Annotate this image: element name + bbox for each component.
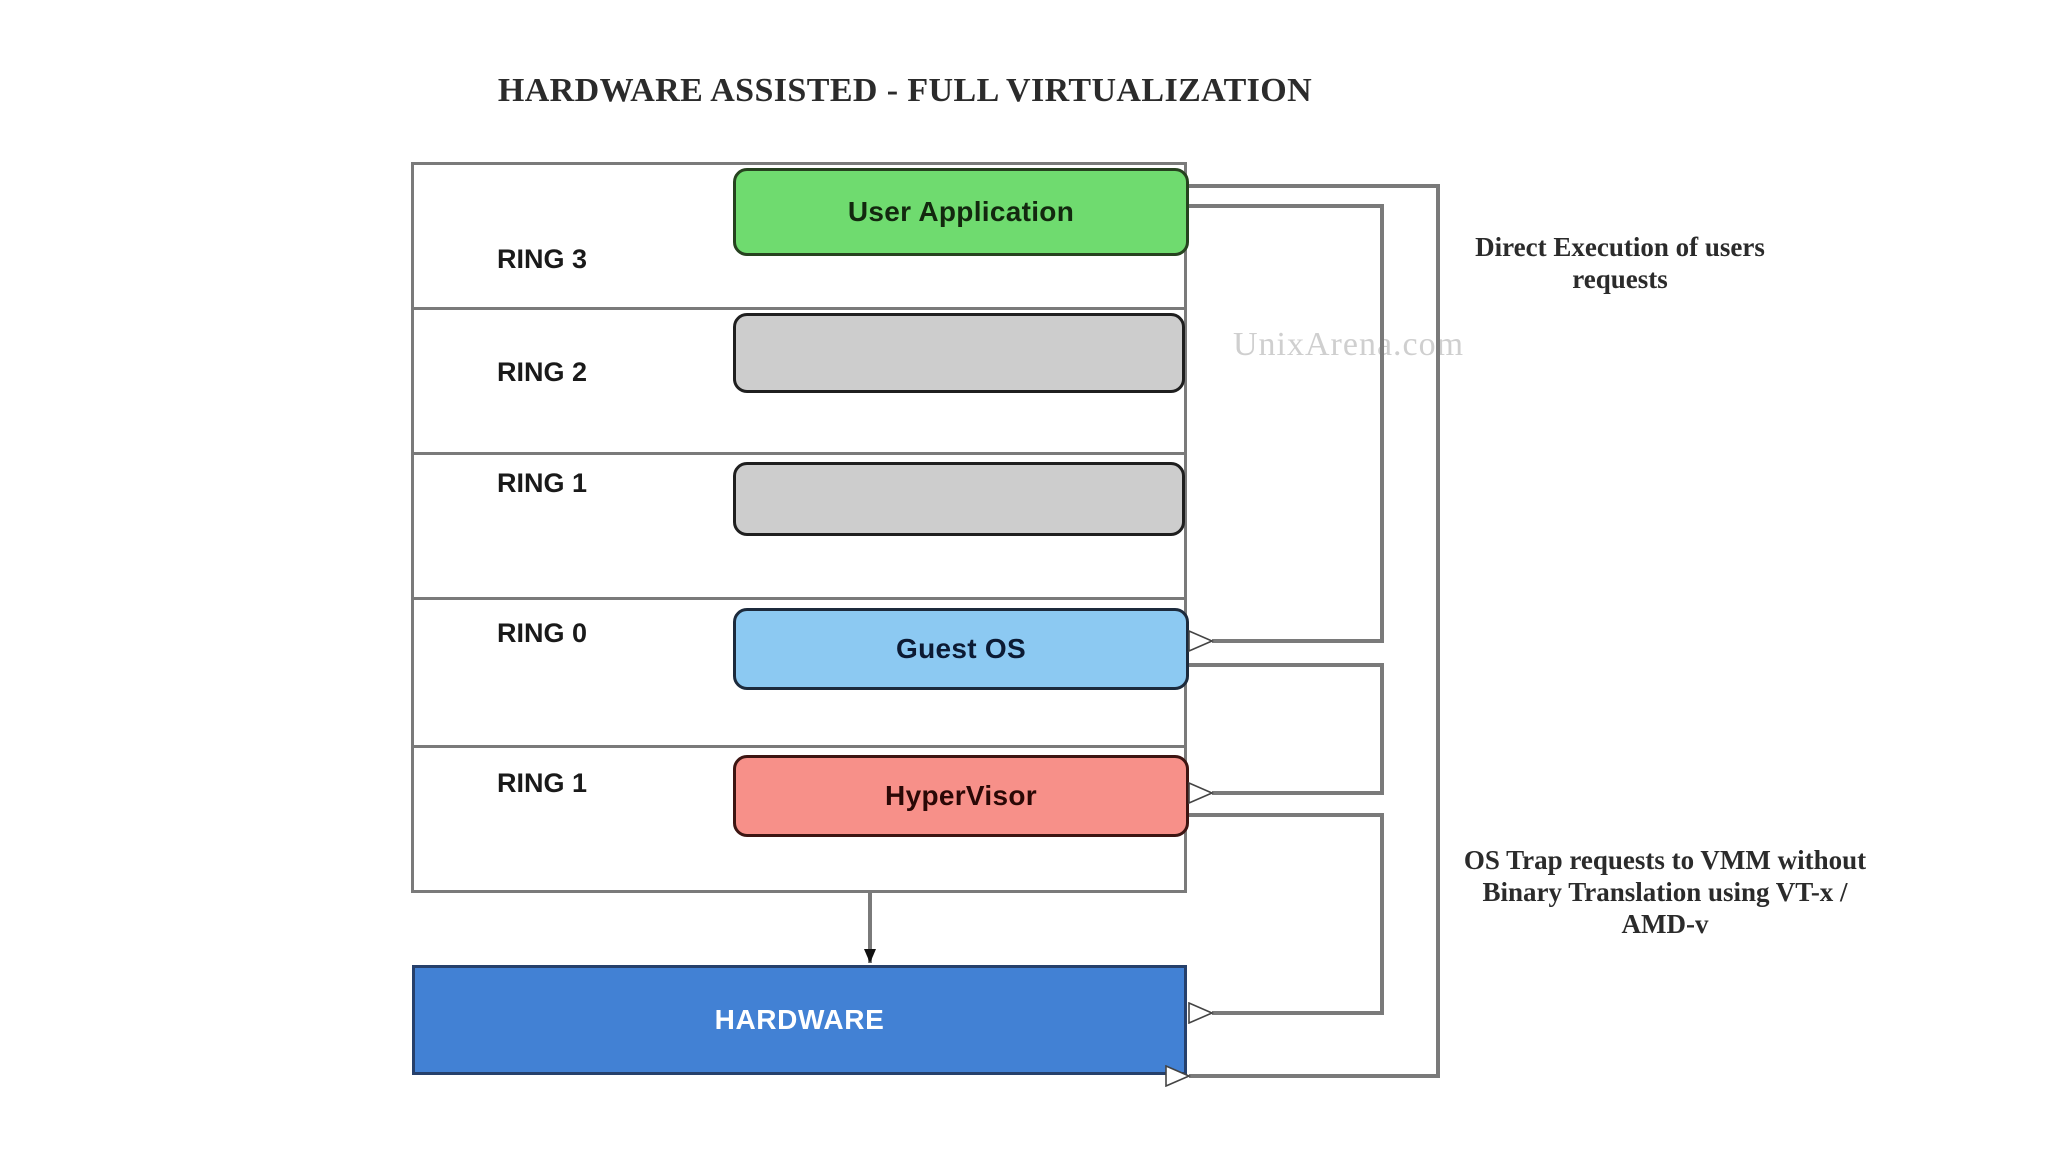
ring-row-3 <box>414 165 1184 310</box>
ring2-empty-box[interactable] <box>733 313 1185 393</box>
ring-label-2: RING 2 <box>497 357 588 387</box>
hypervisor-box[interactable]: HyperVisor <box>733 755 1189 837</box>
flow-outer-user-app-to-hardware <box>1189 184 1440 1076</box>
flow-user-app-to-guest-os <box>1189 204 1384 641</box>
flow-guest-os-to-hypervisor <box>1189 663 1384 793</box>
watermark: UnixArena.com <box>1233 326 1465 363</box>
ring-label-0: RING 0 <box>497 618 588 648</box>
annotation-direct-execution: Direct Execution of users requests <box>1475 232 1765 294</box>
page-title: HARDWARE ASSISTED - FULL VIRTUALIZATION <box>497 72 1313 109</box>
annotation-os-trap: OS Trap requests to VMM without Binary T… <box>1463 845 1867 939</box>
guest-os-box[interactable]: Guest OS <box>733 608 1189 690</box>
ring-row-1-upper <box>414 455 1184 600</box>
ring-label-1-upper: RING 1 <box>497 468 588 498</box>
ring-row-2 <box>414 310 1184 455</box>
ring-label-3: RING 3 <box>497 244 588 274</box>
ring1-empty-box[interactable] <box>733 462 1185 536</box>
flow-hypervisor-to-hardware <box>1189 813 1384 1013</box>
ring-row-0 <box>414 600 1184 748</box>
ring-label-1-lower: RING 1 <box>497 768 588 798</box>
hardware-box[interactable]: HARDWARE <box>412 965 1187 1075</box>
user-application-box[interactable]: User Application <box>733 168 1189 256</box>
